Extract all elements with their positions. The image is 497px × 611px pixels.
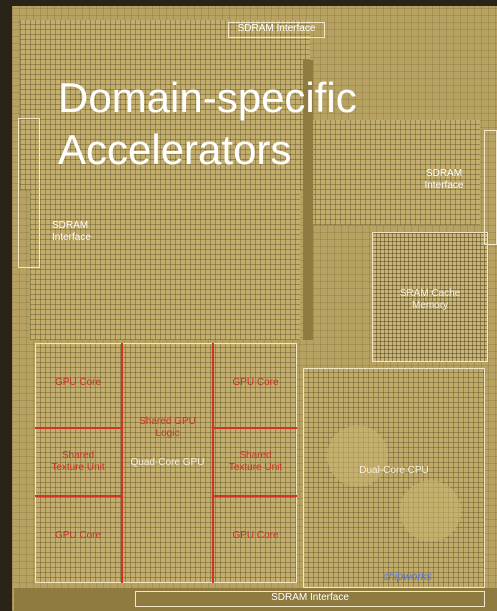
gpu-divider-right — [212, 343, 214, 583]
dual-core-cpu-box — [303, 368, 485, 588]
gpu-divider-left — [121, 343, 123, 583]
gpu-divider-left-bottom — [35, 495, 123, 497]
sram-cache-box — [372, 232, 488, 362]
sdram-interface-bottom-box — [135, 591, 485, 607]
gpu-core-bottom-left-label: GPU Core — [54, 530, 102, 541]
gpu-block-fill — [35, 343, 297, 583]
die-region-upper-right — [310, 120, 480, 225]
shared-gpu-logic-label: Shared GPU Logic — [139, 416, 196, 439]
slide-title: Domain-specific Accelerators — [58, 72, 357, 176]
die-region-dark-strip — [303, 60, 313, 340]
chipworks-watermark: chipworks — [383, 571, 432, 583]
gpu-divider-right-top — [212, 427, 297, 429]
gpu-divider-left-top — [35, 427, 123, 429]
sdram-interface-bottom-label: SDRAM Interface — [271, 592, 349, 603]
sram-cache-label: SRAM Cache Memory — [399, 288, 461, 311]
gpu-core-top-left-label: GPU Core — [54, 377, 102, 388]
sdram-interface-top-label: SDRAM Interface — [237, 23, 316, 34]
die-region-upper-left — [20, 20, 310, 190]
quad-core-gpu-label: Quad-Core GPU — [130, 457, 205, 468]
sdram-interface-right-label: SDRAM Interface — [424, 168, 464, 191]
gpu-core-bottom-right-label: GPU Core — [232, 530, 279, 541]
die-region-bottom-strip — [14, 588, 497, 611]
sdram-interface-right-box — [484, 130, 497, 245]
cpu-block-fill — [303, 368, 485, 588]
title-line-1: Domain-specific — [58, 74, 357, 121]
shared-texture-right-label: Shared Texture Unit — [228, 450, 283, 473]
sdram-interface-left-box — [18, 118, 40, 268]
dual-core-cpu-label: Dual-Core CPU — [359, 465, 429, 476]
die-region-middle — [30, 190, 300, 340]
title-line-2: Accelerators — [58, 126, 292, 173]
gpu-divider-right-bottom — [212, 495, 297, 497]
gpu-core-top-right-label: GPU Core — [232, 377, 279, 388]
quad-core-gpu-box — [35, 343, 297, 583]
sdram-interface-top-box — [228, 22, 325, 38]
shared-texture-left-label: Shared Texture Unit — [51, 450, 105, 473]
sdram-interface-left-label: SDRAM Interface — [52, 220, 91, 243]
sram-cache-block — [372, 232, 488, 362]
